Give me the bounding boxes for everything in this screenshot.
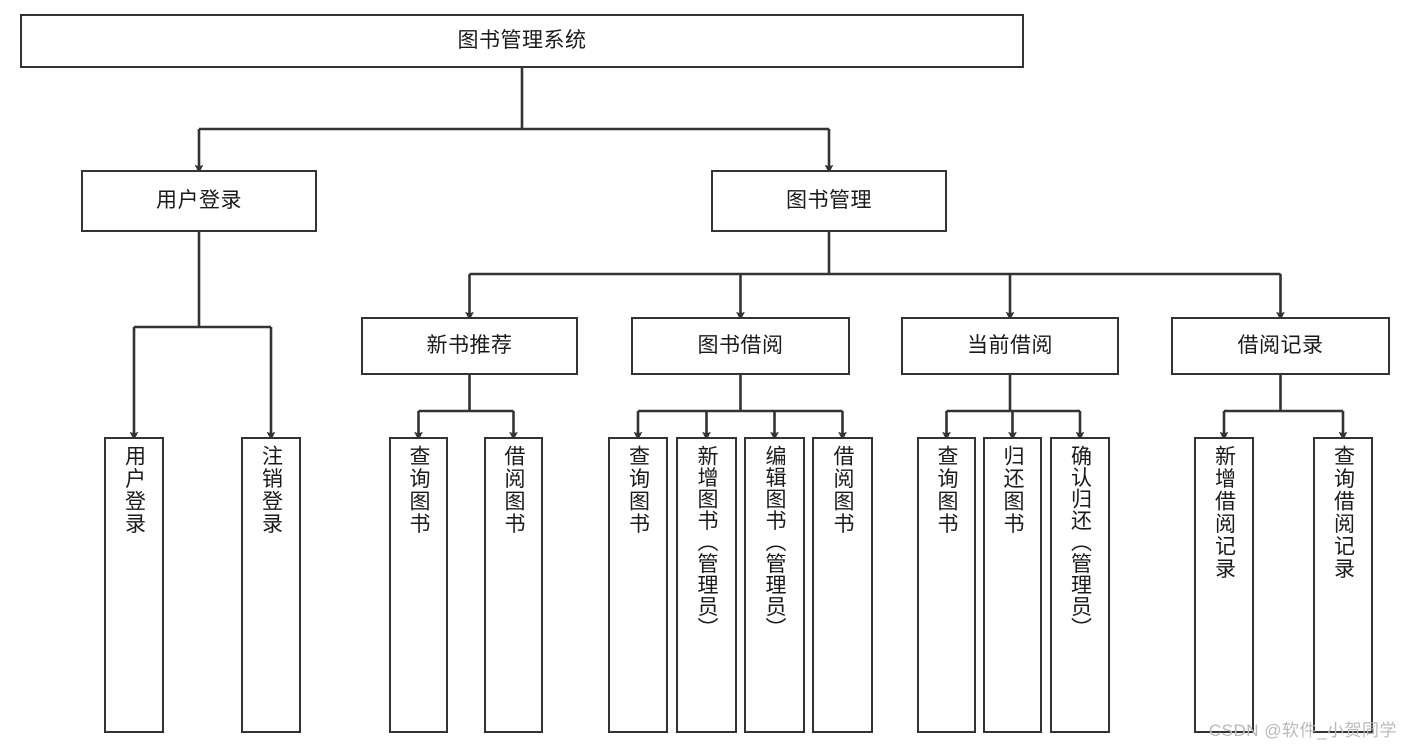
node-label-leaf-confirm-return: 确认归还（管理员）	[1068, 445, 1092, 639]
node-label-new-book-rec: 新书推荐	[426, 333, 513, 357]
node-borrow-record[interactable]: 借阅记录	[1171, 317, 1390, 375]
node-book-manage[interactable]: 图书管理	[711, 170, 947, 232]
node-book-borrow[interactable]: 图书借阅	[631, 317, 850, 375]
node-label-leaf-edit-book: 编辑图书（管理员）	[763, 445, 786, 639]
node-label-leaf-query-record: 查询借阅记录	[1331, 445, 1355, 580]
node-label-leaf-return-book: 归还图书	[1001, 445, 1024, 535]
node-label-leaf-query-book-rec: 查询图书	[407, 445, 430, 535]
node-label-root: 图书管理系统	[457, 28, 587, 52]
node-user-login[interactable]: 用户登录	[81, 170, 317, 232]
node-label-user-login: 用户登录	[156, 188, 242, 212]
node-label-leaf-borrow-book-rec: 借阅图书	[502, 445, 525, 535]
node-root[interactable]: 图书管理系统	[20, 14, 1024, 68]
node-leaf-query-book-cb[interactable]: 查询图书	[917, 437, 976, 733]
node-leaf-query-record[interactable]: 查询借阅记录	[1313, 437, 1373, 733]
node-new-book-rec[interactable]: 新书推荐	[361, 317, 578, 375]
node-leaf-borrow-book-rec[interactable]: 借阅图书	[484, 437, 543, 733]
node-label-leaf-add-book: 新增图书（管理员）	[695, 445, 718, 639]
node-label-leaf-query-book-br: 查询图书	[626, 445, 650, 535]
node-current-borrow[interactable]: 当前借阅	[901, 317, 1119, 375]
node-leaf-add-book[interactable]: 新增图书（管理员）	[676, 437, 737, 733]
node-label-current-borrow: 当前借阅	[967, 333, 1053, 357]
watermark: CSDN @软件_小贺同学	[1208, 721, 1397, 740]
node-label-leaf-user-login: 用户登录	[122, 445, 146, 535]
node-label-book-borrow: 图书借阅	[697, 333, 784, 357]
node-leaf-confirm-return[interactable]: 确认归还（管理员）	[1050, 437, 1110, 733]
node-label-leaf-borrow-book-br: 借阅图书	[831, 445, 854, 535]
node-label-leaf-query-book-cb: 查询图书	[935, 445, 958, 535]
edge-layer	[129, 68, 1348, 441]
node-label-leaf-add-record: 新增借阅记录	[1212, 445, 1236, 580]
node-leaf-user-login[interactable]: 用户登录	[104, 437, 164, 733]
node-label-borrow-record: 借阅记录	[1237, 333, 1324, 357]
node-label-book-manage: 图书管理	[786, 188, 872, 212]
node-leaf-add-record[interactable]: 新增借阅记录	[1194, 437, 1254, 733]
node-label-leaf-user-logout: 注销登录	[259, 445, 283, 535]
node-leaf-query-book-br[interactable]: 查询图书	[608, 437, 668, 733]
node-leaf-user-logout[interactable]: 注销登录	[241, 437, 301, 733]
node-leaf-edit-book[interactable]: 编辑图书（管理员）	[744, 437, 805, 733]
node-leaf-query-book-rec[interactable]: 查询图书	[389, 437, 448, 733]
node-leaf-return-book[interactable]: 归还图书	[983, 437, 1042, 733]
node-leaf-borrow-book-br[interactable]: 借阅图书	[812, 437, 873, 733]
